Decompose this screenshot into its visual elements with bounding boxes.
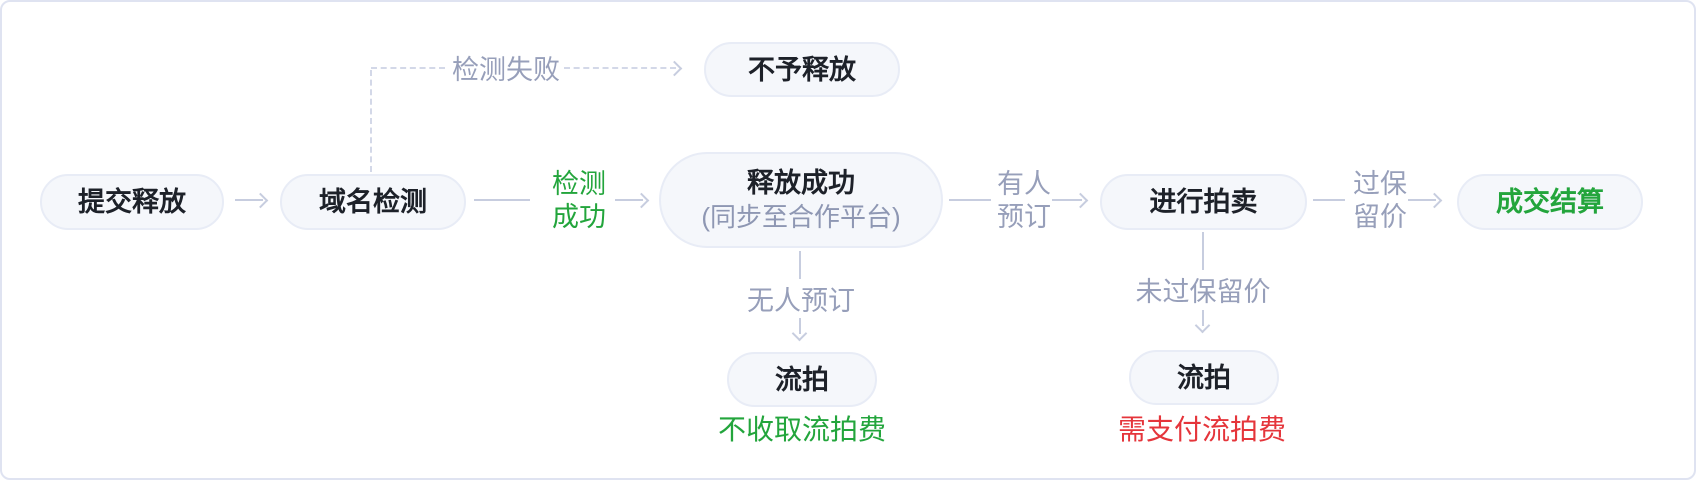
arrow-right-icon bbox=[252, 192, 269, 209]
arrow-right-icon bbox=[666, 60, 683, 77]
connector-below-reserve-top bbox=[1202, 232, 1204, 270]
connector-check-failed-horizontal-right bbox=[564, 67, 676, 69]
node-domain-check-label: 域名检测 bbox=[319, 187, 427, 217]
node-release-success-label: 释放成功 bbox=[747, 168, 855, 198]
edge-label-someone-reserved: 有人 预订 bbox=[997, 169, 1051, 232]
node-domain-check: 域名检测 bbox=[280, 174, 466, 230]
node-submit-release-label: 提交释放 bbox=[78, 187, 186, 217]
connector-below-reserve-bottom bbox=[1202, 310, 1204, 326]
node-deal-settlement-label: 成交结算 bbox=[1496, 187, 1604, 217]
connector-submit-to-check bbox=[235, 199, 263, 201]
node-auction: 进行拍卖 bbox=[1100, 174, 1307, 230]
node-no-release-label: 不予释放 bbox=[748, 54, 856, 85]
node-release-success-sublabel: (同步至合作平台) bbox=[701, 202, 901, 232]
connector-check-success-right bbox=[615, 199, 643, 201]
connector-no-one-reserved-top bbox=[799, 251, 801, 279]
edge-label-above-reserve: 过保 留价 bbox=[1353, 169, 1407, 232]
node-failed-auction-no-reserve: 流拍 bbox=[727, 352, 877, 407]
edge-label-check-success: 检测 成功 bbox=[552, 169, 606, 232]
arrow-down-icon bbox=[791, 325, 808, 342]
connector-above-reserve-left bbox=[1313, 199, 1345, 201]
edge-label-check-failed: 检测失败 bbox=[452, 55, 560, 85]
arrow-right-icon bbox=[1426, 192, 1443, 209]
connector-check-failed-vertical bbox=[370, 70, 372, 172]
connector-check-failed-horizontal-left bbox=[371, 67, 445, 69]
connector-someone-reserved-left bbox=[949, 199, 991, 201]
connector-check-success-left bbox=[474, 199, 530, 201]
caption-no-flop-fee: 不收取流拍费 bbox=[717, 414, 886, 445]
node-failed-auction-no-reserve-label: 流拍 bbox=[775, 364, 829, 395]
node-auction-label: 进行拍卖 bbox=[1149, 187, 1258, 217]
node-deal-settlement: 成交结算 bbox=[1457, 174, 1643, 230]
arrow-right-icon bbox=[1072, 192, 1089, 209]
edge-label-no-one-reserved: 无人预订 bbox=[747, 286, 855, 316]
arrow-down-icon bbox=[1194, 317, 1211, 334]
node-failed-auction-below-reserve: 流拍 bbox=[1129, 350, 1279, 405]
connector-someone-reserved-right bbox=[1052, 199, 1082, 201]
node-submit-release: 提交释放 bbox=[40, 174, 224, 230]
node-no-release: 不予释放 bbox=[704, 42, 900, 97]
connector-above-reserve-right bbox=[1408, 199, 1436, 201]
node-failed-auction-below-reserve-label: 流拍 bbox=[1177, 362, 1231, 393]
caption-pay-flop-fee: 需支付流拍费 bbox=[1117, 414, 1286, 445]
node-release-success: 释放成功 (同步至合作平台) bbox=[659, 152, 943, 248]
edge-label-below-reserve: 未过保留价 bbox=[1135, 277, 1271, 307]
connector-no-one-reserved-bottom bbox=[799, 318, 801, 334]
arrow-right-icon bbox=[633, 192, 650, 209]
